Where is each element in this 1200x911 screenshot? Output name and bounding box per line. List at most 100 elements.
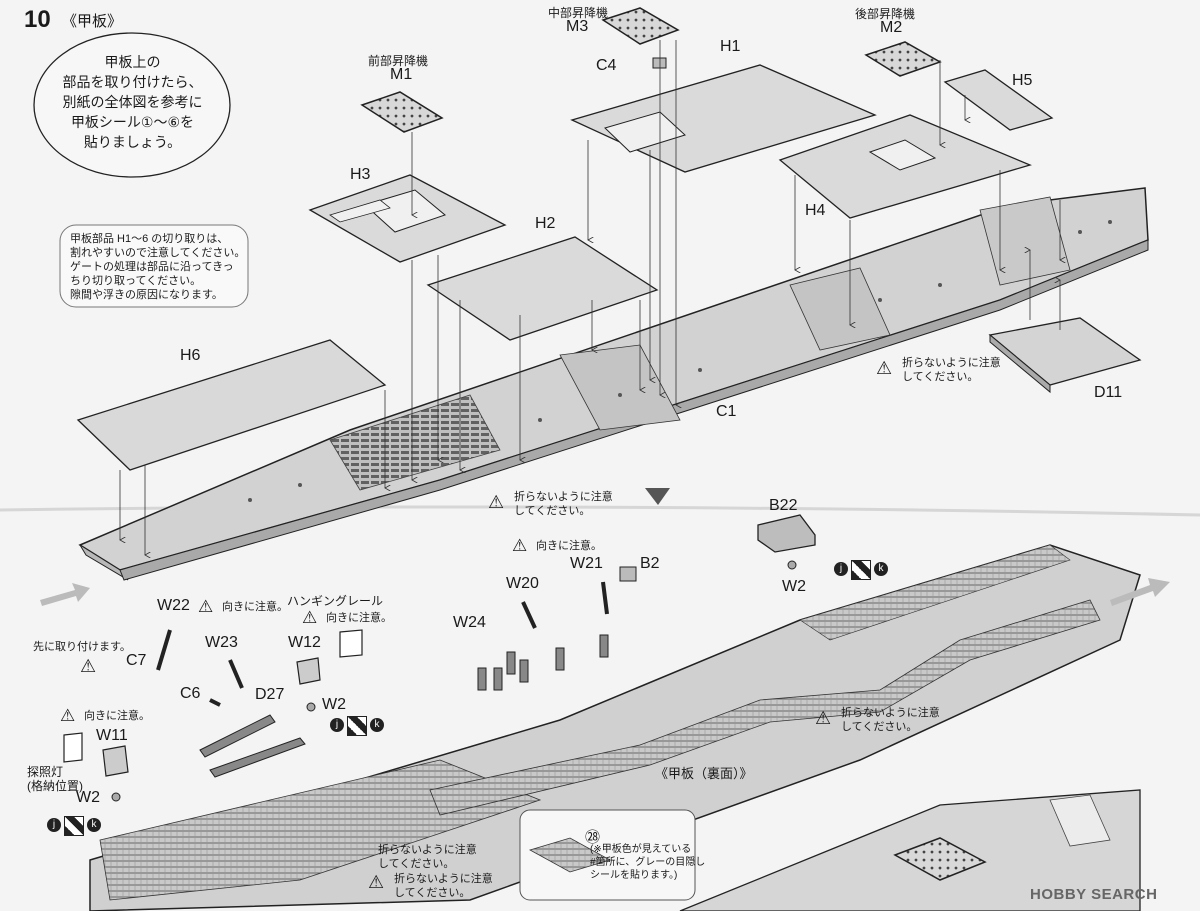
warning-line: 折らないように注意	[394, 873, 493, 885]
part-h5-panel	[943, 69, 1054, 131]
part-w2-pins	[111, 560, 797, 802]
warning-text: 向きに注意。	[326, 612, 392, 624]
warning-line: 折らないように注意	[378, 844, 477, 856]
part-label-w11: W11	[96, 727, 128, 744]
part-d11-panel	[988, 317, 1142, 394]
warning-icon: ⚠	[815, 708, 832, 728]
warning-icon: ⚠	[876, 358, 893, 378]
part-label-c7: C7	[126, 652, 147, 669]
part-label-m2: M2	[880, 19, 903, 36]
warning-fold-text: 折らないように注意 してください。	[841, 706, 940, 734]
paint-code-k: k	[874, 562, 888, 576]
deck-lower-section	[679, 789, 1141, 911]
warning-icon: ⚠	[512, 536, 528, 555]
part-h2-panel	[426, 236, 659, 341]
part-label-h4: H4	[805, 202, 826, 219]
part-m2-elevator	[864, 41, 942, 77]
bubble-line: 部品を取り付けたら、	[62, 74, 203, 90]
part-label-c4: C4	[596, 57, 617, 74]
part-label-d27: D27	[255, 686, 285, 703]
part-m3-elevator	[601, 7, 680, 45]
clip-parts	[63, 629, 363, 777]
note-line: 隙間や浮きの原因になります。	[70, 289, 223, 301]
hull-deck-c1	[78, 187, 1149, 581]
part-label-m3: M3	[566, 18, 589, 35]
note-line: ちり切り取ってください。	[70, 275, 202, 287]
part-w24-cluster	[477, 634, 609, 691]
part-label-b22: B22	[769, 497, 798, 514]
step-number: 10	[24, 6, 51, 33]
elevator-middle-caption: 中部昇降機	[548, 6, 609, 20]
part-label-h2: H2	[535, 215, 556, 232]
decal-number: ㉘	[585, 829, 601, 846]
warning-line: 折らないように注意	[841, 707, 940, 719]
right-direction-arrow	[1110, 578, 1170, 606]
part-label-w20: W20	[506, 575, 539, 592]
warning-icon: ⚠	[198, 597, 214, 616]
part-label-w2-right: W2	[782, 578, 806, 595]
mix-icon	[64, 816, 84, 836]
left-direction-arrow	[40, 583, 90, 606]
next-step-arrow	[645, 488, 670, 505]
warning-line: してください。	[841, 721, 918, 733]
note-line: 甲板部品 H1〜6 の切り取りは、	[70, 233, 229, 245]
bubble-line: 貼りましょう。	[83, 134, 182, 150]
bubble-text: 甲板上の 部品を取り付けたら、 別紙の全体図を参考に 甲板シール①〜⑥を 貼りま…	[40, 52, 225, 152]
part-h1-panel	[570, 64, 877, 173]
warning-line: 折らないように注意	[514, 491, 613, 503]
part-label-w2-left: W2	[76, 789, 100, 806]
attach-first-note: 先に取り付けます。	[33, 641, 131, 653]
warning-icon: ⚠	[302, 608, 318, 627]
part-c4	[652, 57, 667, 69]
warning-icon: ⚠	[60, 706, 76, 725]
elevator-rear-caption: 後部昇降機	[855, 7, 916, 21]
decal-line: シールを貼ります。)	[590, 870, 678, 881]
paint-code-k: k	[370, 718, 384, 732]
hanging-rail-label: ハンギングレール	[287, 594, 384, 608]
warning-text: 向きに注意。	[84, 710, 150, 722]
part-h4-panel	[778, 114, 1032, 219]
part-label-w22: W22	[157, 597, 190, 614]
note-box-text: 甲板部品 H1〜6 の切り取りは、 割れやすいので注意してください。 ゲートの処…	[70, 232, 245, 302]
bubble-line: 甲板シール①〜⑥を	[70, 114, 195, 130]
warning-icon: ⚠	[488, 492, 505, 512]
part-h3-panel	[308, 174, 507, 263]
bubble-line: 甲板上の	[104, 54, 161, 70]
warning-fold-text: 折らないように注意 してください。	[378, 843, 477, 871]
part-label-w12: W12	[288, 634, 321, 651]
part-label-w24: W24	[453, 614, 486, 631]
part-label-h1: H1	[720, 38, 741, 55]
paint-code-j: j	[330, 718, 344, 732]
watermark: HOBBY SEARCH	[1030, 886, 1158, 903]
part-label-b2: B2	[640, 555, 660, 572]
deck-underside	[89, 544, 1141, 911]
warning-fold-text: 折らないように注意 してください。	[394, 872, 493, 900]
part-m1-elevator	[360, 91, 444, 133]
paint-code-j: j	[47, 818, 61, 832]
warning-line: してください。	[902, 371, 979, 383]
warning-line: 折らないように注意	[902, 357, 1001, 369]
underside-caption: 《甲板（裏面）》	[655, 766, 753, 781]
warning-text: 向きに注意。	[222, 601, 288, 613]
decal-note: (※甲板色が見えている #箇所に、グレーの目隠し シールを貼ります。)	[590, 843, 705, 882]
part-label-h3: H3	[350, 166, 371, 183]
warning-line: してください。	[378, 858, 455, 870]
part-label-c6: C6	[180, 685, 201, 702]
part-b2	[619, 566, 637, 582]
part-label-w21: W21	[570, 555, 603, 572]
assembly-guide-lines	[120, 40, 1060, 555]
part-label-m1: M1	[390, 66, 413, 83]
paint-code-j: j	[834, 562, 848, 576]
warning-icon: ⚠	[368, 872, 385, 892]
elevator-front-caption: 前部昇降機	[368, 54, 429, 68]
part-label-w23: W23	[205, 634, 238, 651]
bubble-line: 別紙の全体図を参考に	[62, 94, 203, 110]
part-label-h6: H6	[180, 347, 201, 364]
decal-line: (※甲板色が見えている	[590, 844, 692, 855]
paint-code-k: k	[87, 818, 101, 832]
step-title: 《甲板》	[62, 13, 123, 30]
searchlight-line: (格納位置)	[27, 779, 83, 793]
part-label-h5: H5	[1012, 72, 1033, 89]
searchlight-label: 探照灯 (格納位置)	[27, 765, 83, 793]
